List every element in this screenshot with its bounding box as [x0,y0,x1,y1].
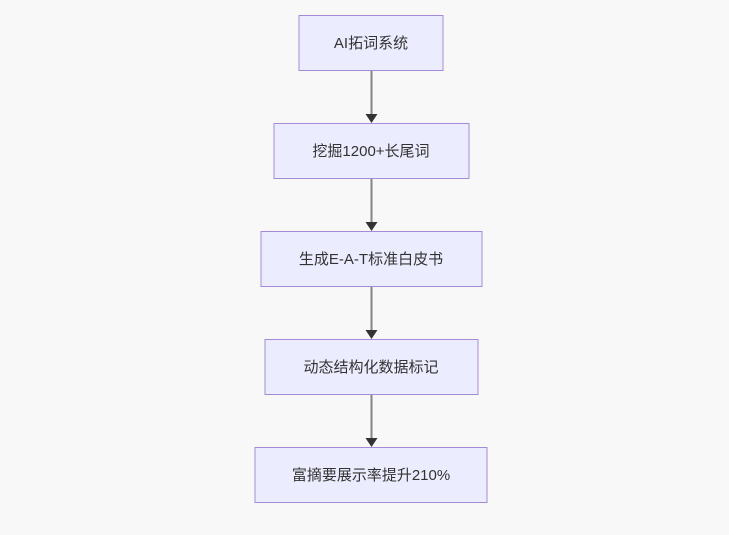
flow-arrow-2 [365,179,377,231]
arrowhead-down-icon [365,114,377,123]
arrow-shaft [370,287,372,330]
arrow-shaft [370,179,372,222]
flow-node-ai-keyword-system: AI拓词系统 [298,15,444,71]
flow-node-rich-snippet-result: 富摘要展示率提升210% [254,447,488,503]
arrow-shaft [370,71,372,114]
flow-arrow-4 [365,395,377,447]
flow-node-structured-data-markup: 动态结构化数据标记 [264,339,478,395]
flow-node-eat-whitepaper: 生成E-A-T标准白皮书 [260,231,482,287]
flow-arrow-3 [365,287,377,339]
arrow-shaft [370,395,372,438]
arrowhead-down-icon [365,330,377,339]
flow-arrow-1 [365,71,377,123]
arrowhead-down-icon [365,222,377,231]
flowchart-column: AI拓词系统 挖掘1200+长尾词 生成E-A-T标准白皮书 动态结构化数据标记… [254,15,488,503]
arrowhead-down-icon [365,438,377,447]
flow-node-longtail-keywords: 挖掘1200+长尾词 [273,123,469,179]
